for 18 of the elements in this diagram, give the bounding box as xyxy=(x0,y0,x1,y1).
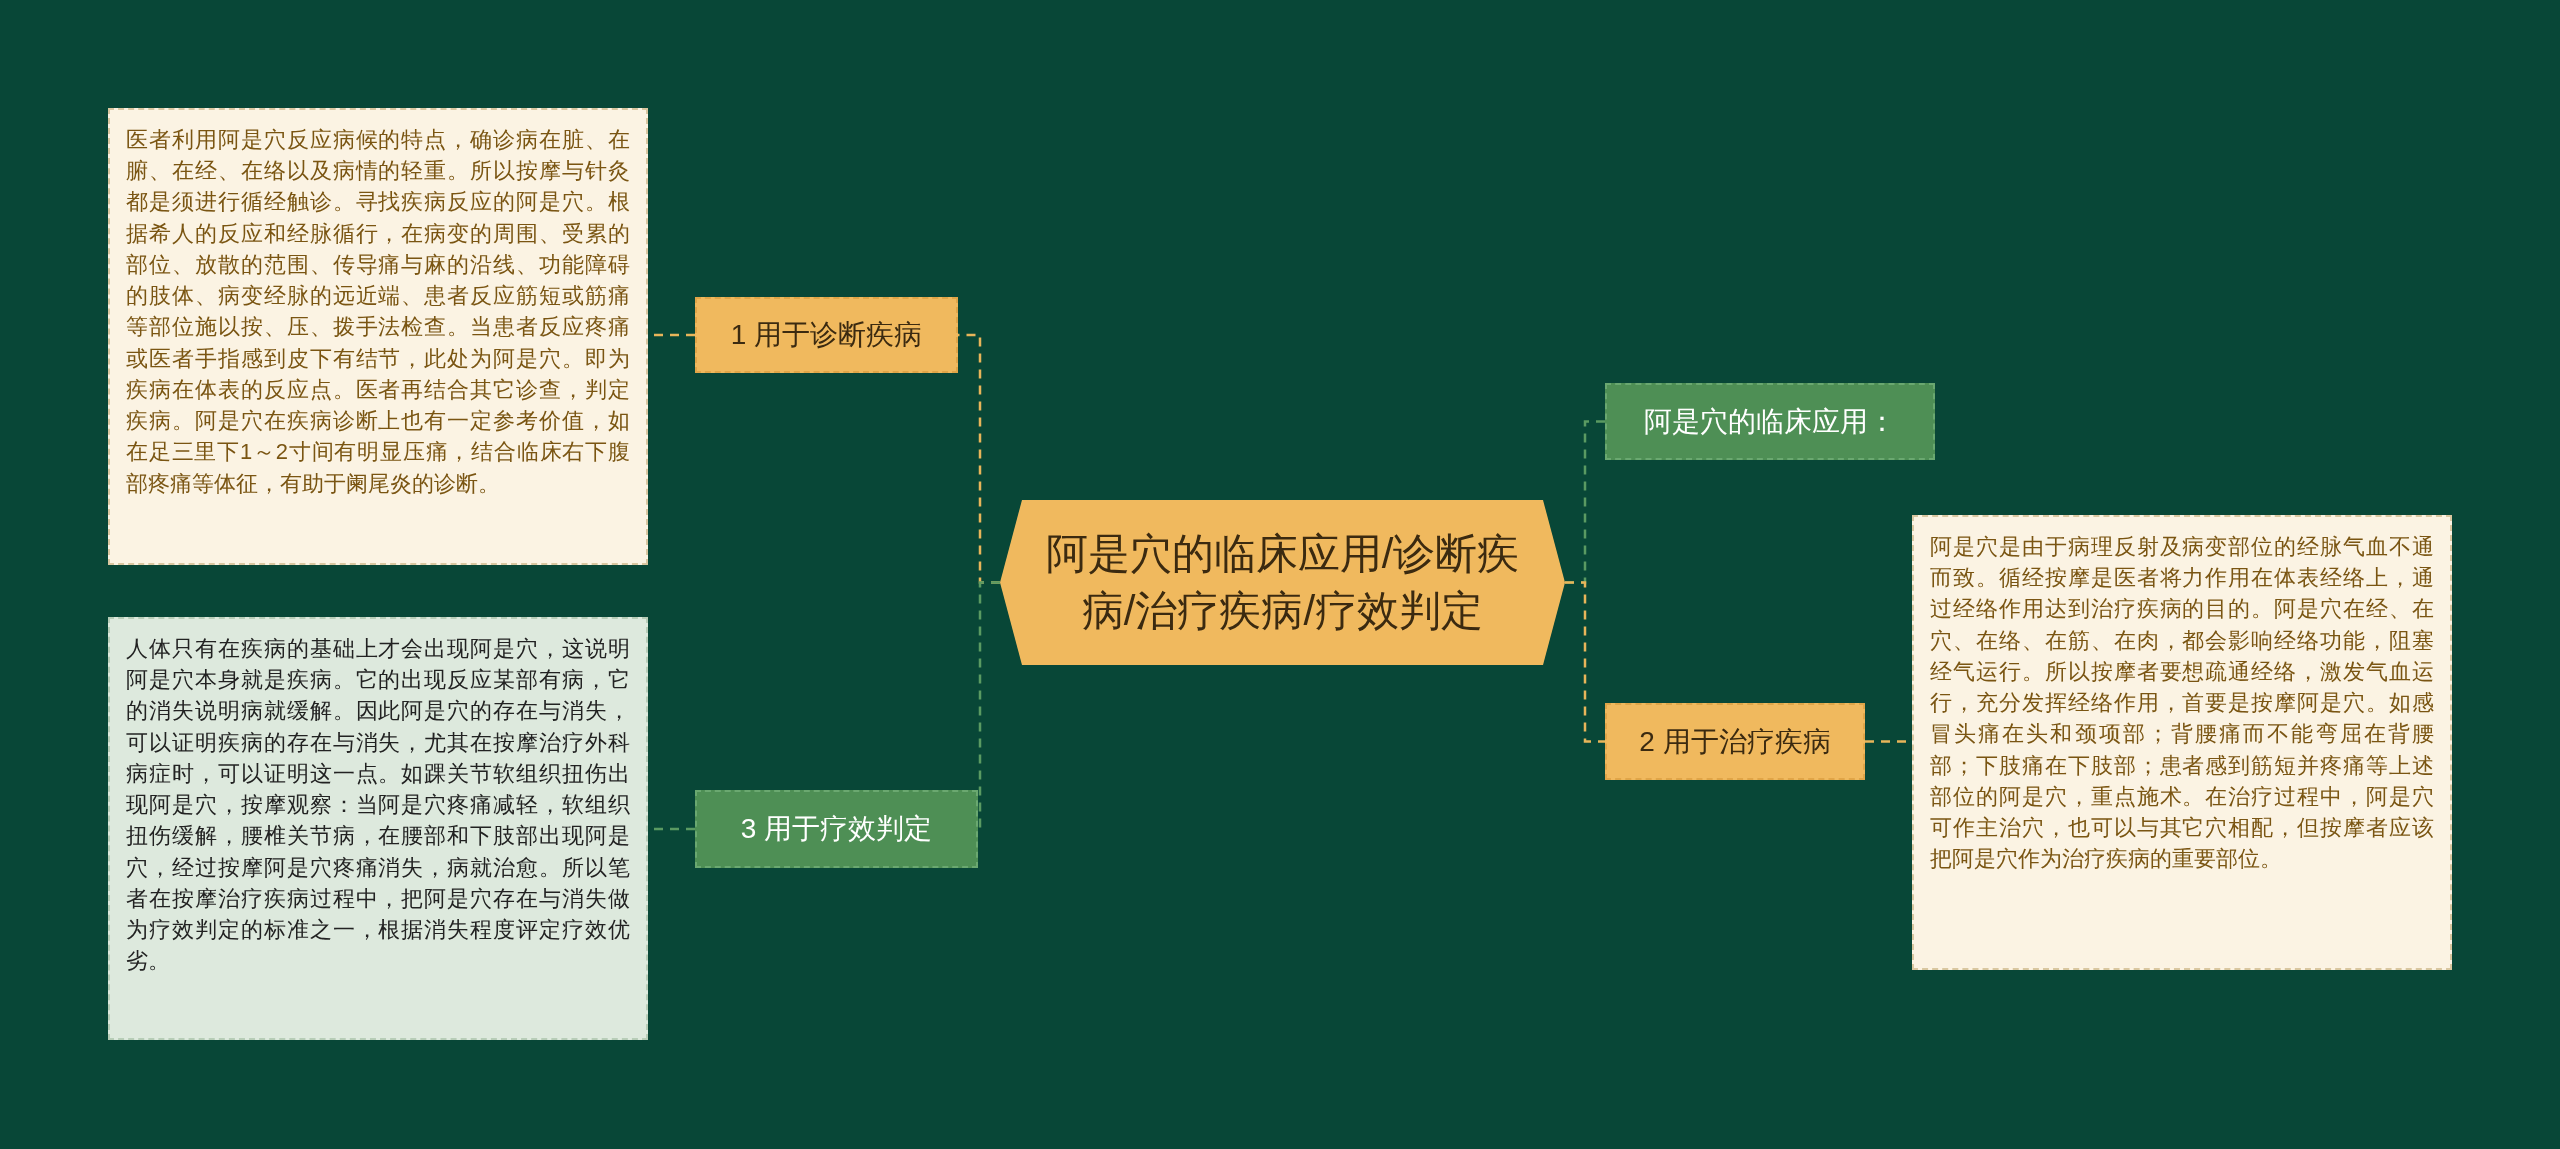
topic-label: 2 用于治疗疾病 xyxy=(1639,724,1831,759)
topic-label: 1 用于诊断疾病 xyxy=(730,318,923,352)
topic-box xyxy=(1605,703,1865,780)
connector-line xyxy=(1565,581,1605,743)
note-box xyxy=(108,617,648,1040)
note-box xyxy=(1912,515,2452,970)
topic-hexagon xyxy=(1000,500,1565,665)
topic-label: 阿是穴的临床应用/诊断疾病/治疗疾病/疗效判定 xyxy=(1044,528,1521,636)
topic-label: 3 用于疗效判定 xyxy=(740,812,933,846)
note-text: 人体只有在疾病的基础上才会出现阿是穴，这说明阿是穴本身就是疾病。它的出现反应某部有病，它的消失说明病就缓解。因此阿是穴的存在与消失，可以证明疾病的存在与消失，尤其在按摩治疗外科病症时，可以证明这一点。如踝关节软组织扭伤出现阿是穴，按摩观察：当阿是穴疼痛减轻，软组织扭伤缓解，腰椎关节病，在腰部和下肢部出现阿是穴，经过按摩阿是穴疼痛消失，病就治愈。所以笔者在按摩治疗疾病过程中，把阿是穴存在与消失做为疗效判定的标准之一，根据消失程度评定疗效优劣。 xyxy=(126,635,630,976)
note-box xyxy=(108,108,648,565)
connector-line xyxy=(977,581,1000,831)
topic-box xyxy=(695,297,958,373)
topic-box xyxy=(1605,383,1935,460)
note-text: 阿是穴是由于病理反射及病变部位的经脉气血不通而致。循经按摩是医者将力作用在体表经络上，通过经络作用达到治疗疾病的目的。阿是穴在经、在穴、在络、在筋、在肉，都会影响经络功能，阻塞经气运行。所以按摩者要想疏通经络，激发气血运行，充分发挥经络作用，首要是按摩阿是穴。如感冒头痛在头和颈项部；背腰痛而不能弯屈在背腰部；下肢痛在下肢部；患者感到筋短并疼痛等上述部位的阿是穴，重点施术。在治疗过程中，阿是穴可作主治穴，也可以与其它穴相配，但按摩者应该把阿是穴作为治疗疾病的重要部位。 xyxy=(1930,533,2434,874)
topic-label: 阿是穴的临床应用： xyxy=(1644,404,1896,439)
topic-box xyxy=(695,790,978,868)
note-text: 医者利用阿是穴反应病候的特点，确诊病在脏、在腑、在经、在络以及病情的轻重。所以按摩与针灸都是须进行循经触诊。寻找疾病反应的阿是穴。根据希人的反应和经脉循行，在病变的周围、受累的部位、放散的范围、传导痛与麻的沿线、功能障碍的肢体、病变经脉的远近端、患者反应筋短或筋痛等部位施以按、压、拨手法检查。当患者反应疼痛或医者手指感到皮下有结节，此处为阿是穴。即为疾病在体表的反应点。医者再结合其它诊查，判定疾病。阿是穴在疾病诊断上也有一定参考价值，如在足三里下1～2寸间有明显压痛，结合临床右下腹部疼痛等体征，有助于阑尾炎的诊断。 xyxy=(126,126,630,498)
